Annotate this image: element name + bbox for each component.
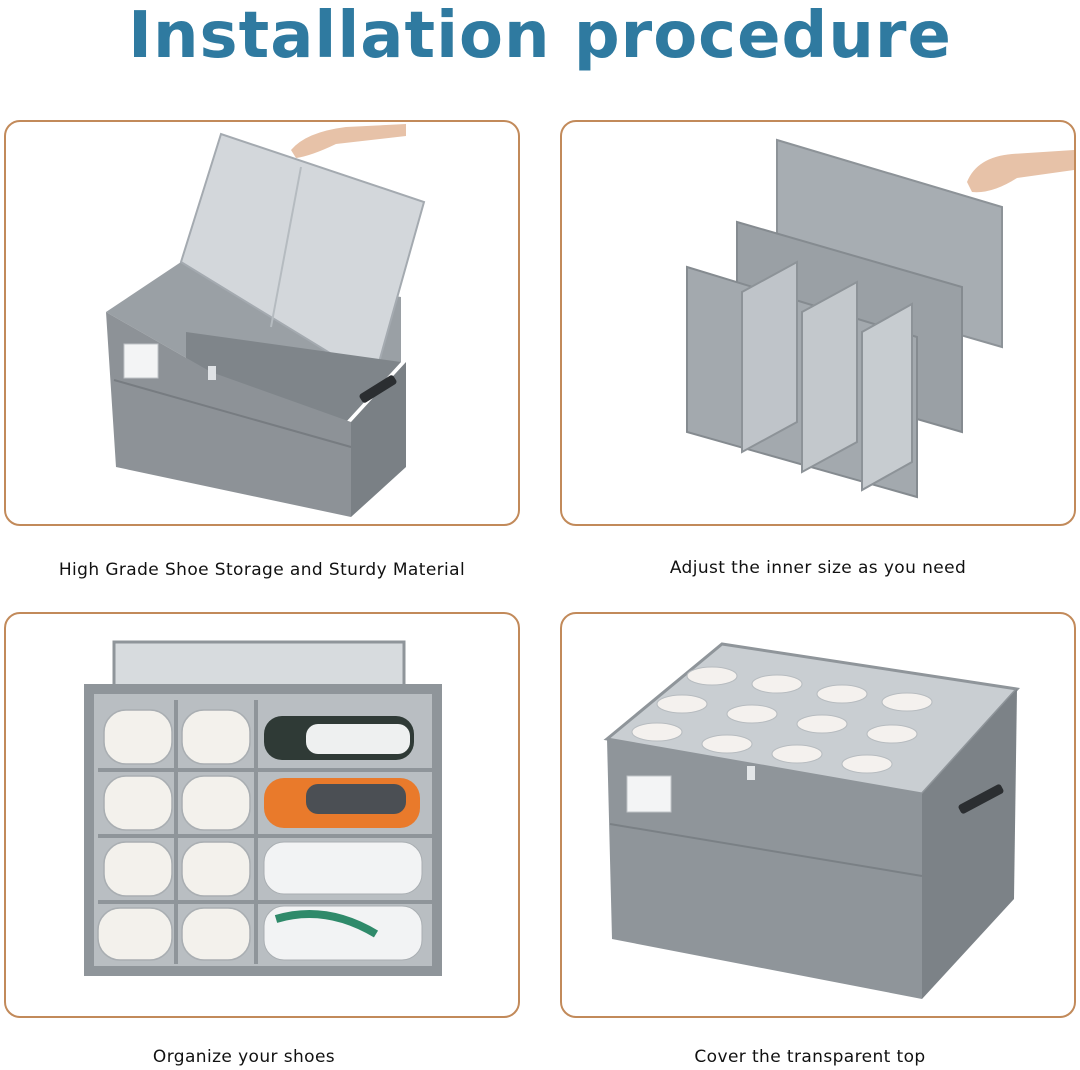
storage-box-closed-illustration xyxy=(603,642,1020,999)
step-2-image xyxy=(560,120,1076,526)
step-4-caption: Cover the transparent top xyxy=(694,1047,926,1067)
page-title: Installation procedure xyxy=(128,0,952,73)
storage-box-open-illustration xyxy=(106,124,426,517)
step-2-caption: Adjust the inner size as you need xyxy=(669,558,967,578)
step-1-caption: High Grade Shoe Storage and Sturdy Mater… xyxy=(58,560,466,580)
step-3-image xyxy=(4,612,520,1018)
step-1-image xyxy=(4,120,520,526)
shoes-organized-illustration xyxy=(84,640,442,976)
step-3-caption: Organize your shoes xyxy=(152,1047,336,1067)
dividers-illustration xyxy=(686,138,1074,499)
step-4-image xyxy=(560,612,1076,1018)
